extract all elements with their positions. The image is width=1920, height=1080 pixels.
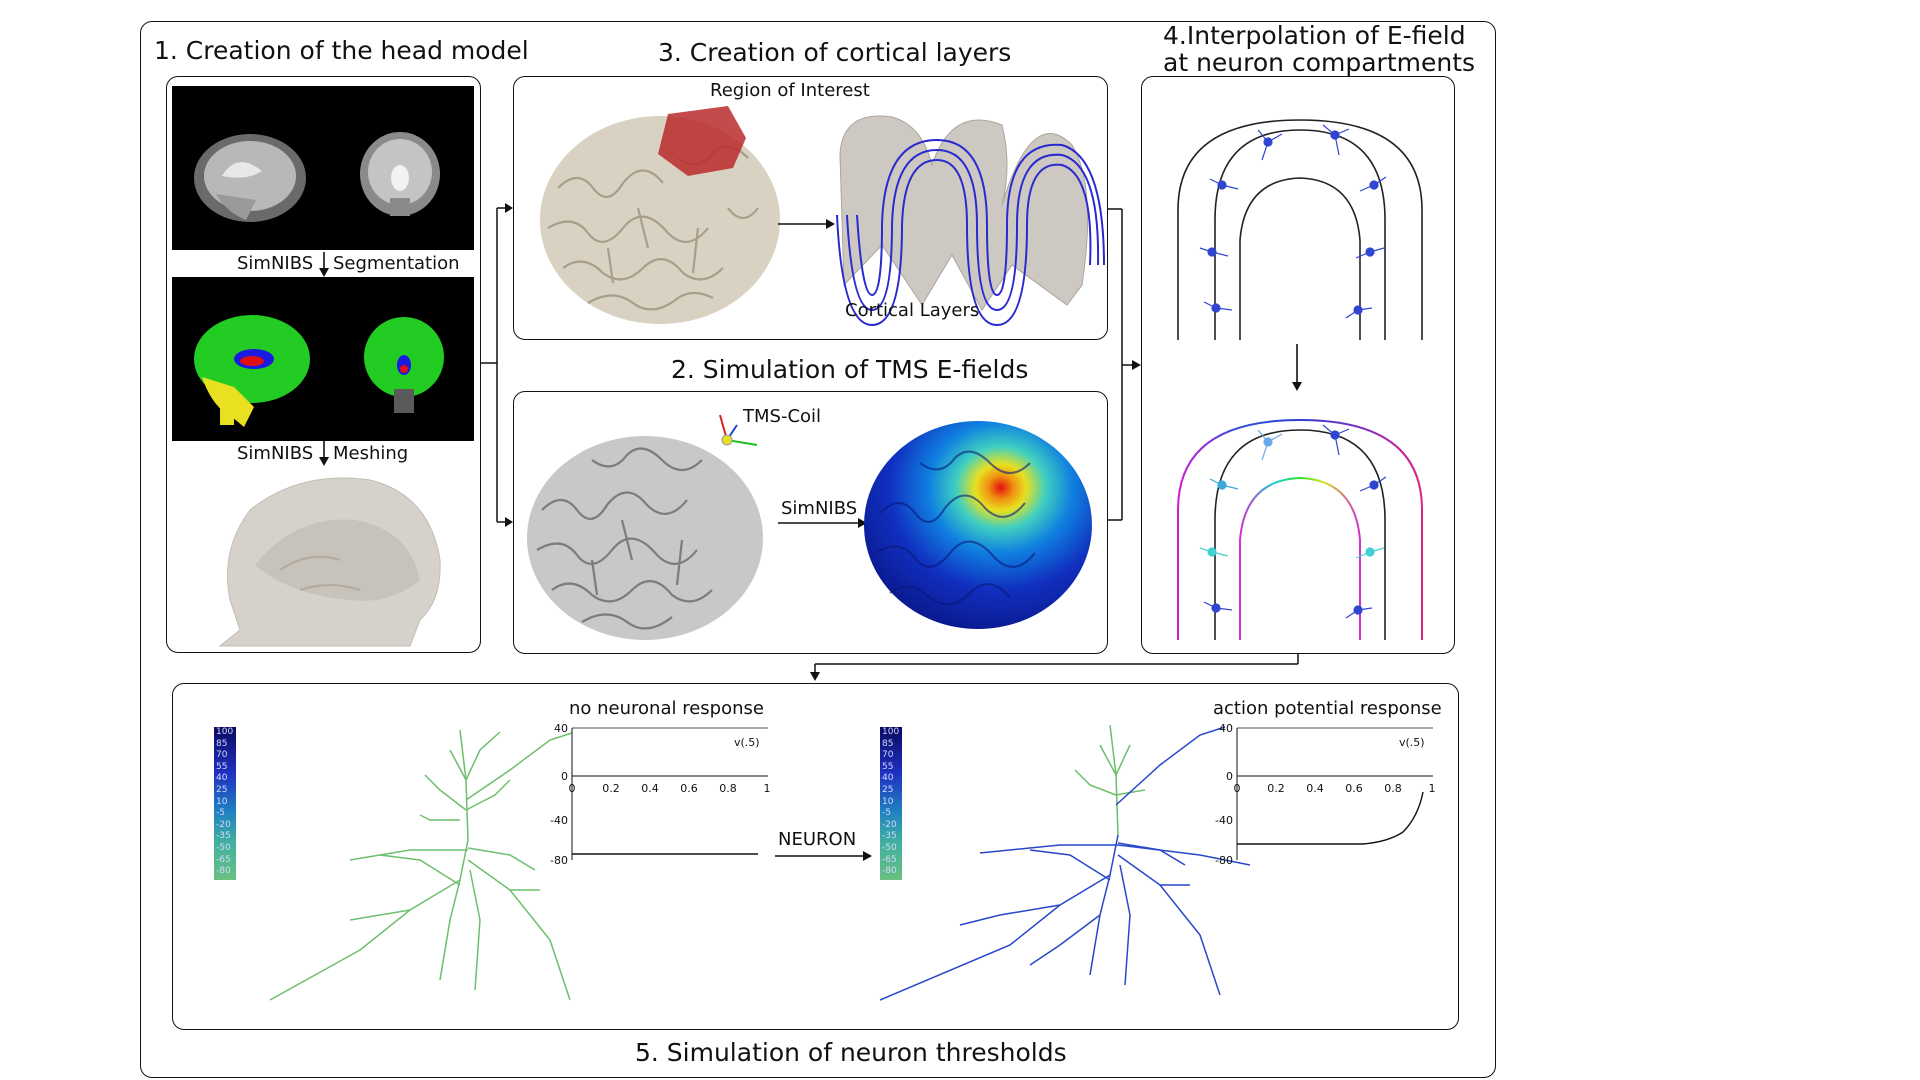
plot-tick-label: 0 bbox=[561, 770, 568, 783]
head-mesh-image bbox=[218, 477, 441, 647]
interpolation-arrow bbox=[1292, 344, 1302, 391]
neuron-placement-diagram bbox=[1177, 119, 1423, 340]
colorbar-tick: 40 bbox=[216, 773, 228, 784]
panels23-connector bbox=[1108, 208, 1141, 521]
neuron-arrow-label: NEURON bbox=[778, 829, 857, 850]
neuron-morphology-right bbox=[879, 724, 1251, 1001]
plot-tick-label: 0.6 bbox=[1345, 782, 1363, 795]
panel1-connector bbox=[481, 203, 513, 527]
plot-tick-label: 1 bbox=[1429, 782, 1436, 795]
roi-label: Region of Interest bbox=[710, 80, 870, 101]
interpolation-title-line1: 4.Interpolation of E-field bbox=[1163, 21, 1466, 50]
segmentation-image bbox=[172, 277, 474, 441]
colorbar-tick: 70 bbox=[882, 750, 894, 761]
colorbar-tick: 25 bbox=[882, 785, 894, 795]
colorbar-tick: -80 bbox=[216, 866, 231, 877]
plot-tick-label: 40 bbox=[1219, 722, 1233, 735]
colorbar-tick: -20 bbox=[882, 819, 897, 830]
voltage-plot-left: 40 0 -40 -80 0 0.2 0.4 0.6 0.8 1 v(.5) bbox=[550, 722, 771, 867]
plot-tick-label: 0.6 bbox=[680, 782, 698, 795]
colorbar-tick: -65 bbox=[216, 854, 231, 865]
simnibs-arrow-label: SimNIBS bbox=[781, 498, 858, 519]
no-response-caption: no neuronal response bbox=[569, 698, 764, 719]
tms-efields-title: 2. Simulation of TMS E-fields bbox=[671, 355, 1029, 384]
plot-tick-label: 0 bbox=[569, 782, 576, 795]
segmentation-label-left: SimNIBS bbox=[237, 253, 314, 274]
colorbar-tick: -20 bbox=[216, 819, 231, 830]
plot-tick-label: 0.2 bbox=[1267, 782, 1285, 795]
plot-tick-label: 1 bbox=[764, 782, 771, 795]
colorbar-tick: 85 bbox=[882, 738, 894, 749]
plot-tick-label: 0.8 bbox=[1384, 782, 1402, 795]
cortical-layers-label: Cortical Layers bbox=[845, 300, 980, 321]
colorbar-tick: 70 bbox=[216, 750, 228, 761]
brain-coil-image bbox=[527, 414, 763, 640]
plot-legend-right: v(.5) bbox=[1399, 736, 1425, 749]
plot-tick-label: 0 bbox=[1226, 770, 1233, 783]
colorbar-tick: -35 bbox=[216, 831, 231, 842]
meshing-arrow bbox=[319, 441, 329, 466]
colorbar-tick: 100 bbox=[216, 727, 234, 737]
colorbar-tick: 40 bbox=[882, 773, 894, 784]
efield-brain-image bbox=[864, 421, 1092, 629]
colorbar-tick: -5 bbox=[216, 808, 225, 819]
efield-interpolated-diagram bbox=[1177, 418, 1423, 640]
colorbar-tick: 10 bbox=[216, 796, 228, 807]
colorbar-tick: 100 bbox=[882, 727, 900, 737]
colorbar-tick: 85 bbox=[216, 738, 228, 749]
plot-tick-label: -40 bbox=[550, 814, 568, 827]
plot-tick-label: 0.4 bbox=[641, 782, 659, 795]
colorbar-tick: -5 bbox=[882, 808, 891, 819]
colorbar-tick: 55 bbox=[216, 761, 228, 772]
plot-tick-label: 0.8 bbox=[719, 782, 737, 795]
plot-tick-label: -80 bbox=[550, 854, 568, 867]
neuron-arrow bbox=[775, 851, 872, 861]
plot-tick-label: 0 bbox=[1234, 782, 1241, 795]
plot-tick-label: 40 bbox=[554, 722, 568, 735]
ap-response-caption: action potential response bbox=[1213, 698, 1442, 719]
tms-coil-label: TMS-Coil bbox=[743, 406, 822, 427]
plot-tick-label: 0.4 bbox=[1306, 782, 1324, 795]
interpolation-panel bbox=[1141, 76, 1455, 654]
simnibs-arrow bbox=[778, 518, 867, 528]
plot-tick-label: -80 bbox=[1215, 854, 1233, 867]
colorbar-tick: -65 bbox=[882, 854, 897, 865]
colorbar-tick: 25 bbox=[216, 785, 228, 795]
cortex-roi-image bbox=[540, 106, 780, 324]
head-model-title: 1. Creation of the head model bbox=[154, 36, 529, 65]
cortical-layers-image bbox=[836, 115, 1105, 327]
meshing-label-right: Meshing bbox=[333, 443, 409, 464]
colorbar-tick: -50 bbox=[216, 843, 231, 853]
colorbar-tick: 10 bbox=[882, 796, 894, 807]
cortical-layers-title: 3. Creation of cortical layers bbox=[658, 38, 1012, 67]
mri-image bbox=[172, 86, 474, 250]
plot-tick-label: 0.2 bbox=[602, 782, 620, 795]
segmentation-arrow bbox=[319, 252, 329, 277]
plot-tick-label: -40 bbox=[1215, 814, 1233, 827]
meshing-label-left: SimNIBS bbox=[237, 443, 314, 464]
segmentation-label-right: Segmentation bbox=[333, 253, 460, 274]
neuron-thresholds-title: 5. Simulation of neuron thresholds bbox=[635, 1038, 1067, 1067]
colorbar-tick: -50 bbox=[882, 843, 897, 853]
roi-arrow bbox=[778, 219, 835, 229]
neuron-morphology-left bbox=[269, 729, 576, 1001]
colorbar-tick: -35 bbox=[882, 831, 897, 842]
panel4-to-5-connector bbox=[810, 654, 1299, 681]
voltage-plot-right: 40 0 -40 -80 0 0.2 0.4 0.6 0.8 1 v(.5) bbox=[1215, 722, 1436, 867]
plot-legend-left: v(.5) bbox=[734, 736, 760, 749]
colorbar-tick: 55 bbox=[882, 761, 894, 772]
interpolation-title-line2: at neuron compartments bbox=[1163, 48, 1476, 77]
colorbar-tick: -80 bbox=[882, 866, 897, 877]
